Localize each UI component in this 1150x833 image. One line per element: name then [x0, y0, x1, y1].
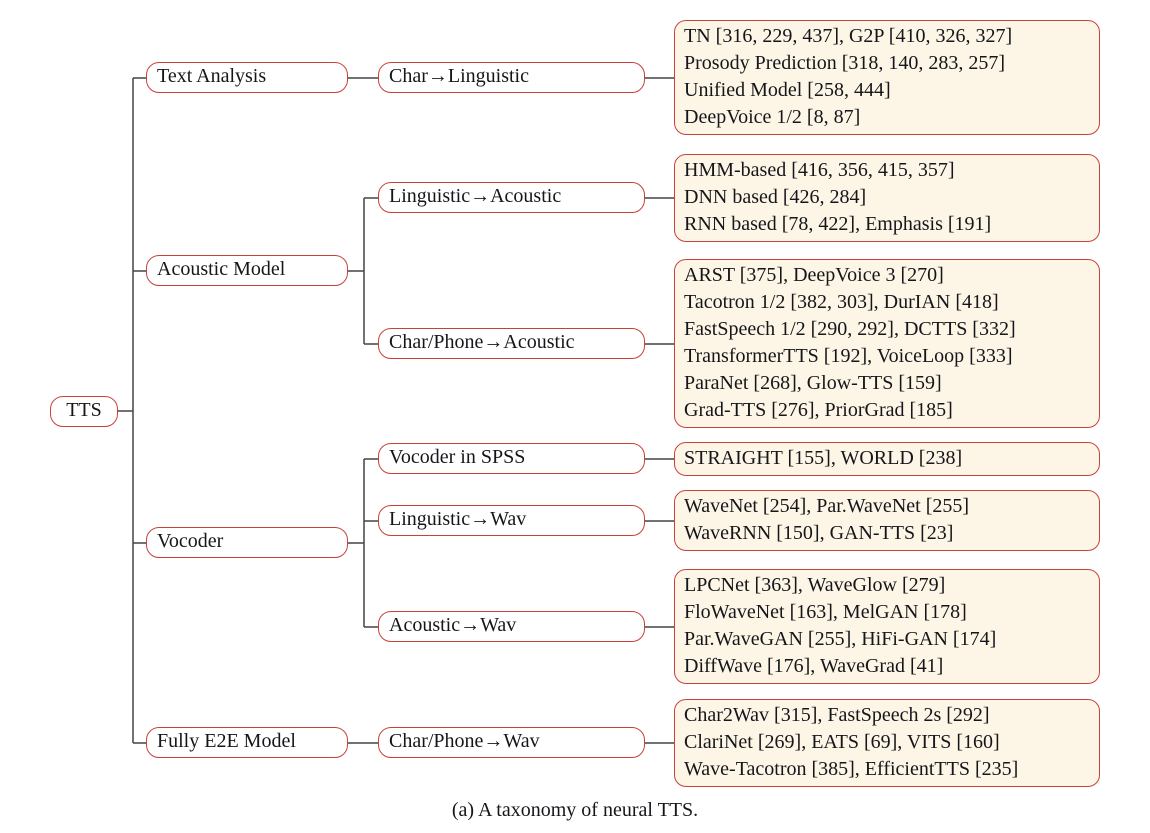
branch-text-analysis: Text Analysis [146, 62, 348, 93]
branch-fully-e2e-model: Fully E2E Model [146, 727, 348, 758]
node-vocoder-in-spss: Vocoder in SPSS [378, 443, 645, 474]
leaf-char-linguistic-papers: TN [316, 229, 437], G2P [410, 326, 327] … [674, 20, 1100, 135]
node-acoustic-wav: Acoustic→Wav [378, 611, 645, 642]
node-char-phone-wav: Char/Phone→Wav [378, 727, 645, 758]
node-char-linguistic: Char→Linguistic [378, 62, 645, 93]
leaf-acoustic-wav-papers: LPCNet [363], WaveGlow [279] FloWaveNet … [674, 569, 1100, 684]
tree-wire-path [110, 77, 676, 744]
leaf-char-phone-wav-papers: Char2Wav [315], FastSpeech 2s [292] Clar… [674, 699, 1100, 787]
figure-caption: (a) A taxonomy of neural TTS. [451, 799, 699, 821]
leaf-vocoder-in-spss-papers: STRAIGHT [155], WORLD [238] [674, 442, 1100, 476]
leaf-linguistic-wav-papers: WaveNet [254], Par.WaveNet [255] WaveRNN… [674, 490, 1100, 551]
branch-vocoder: Vocoder [146, 527, 348, 558]
node-tts: TTS [50, 396, 118, 427]
branch-acoustic-model: Acoustic Model [146, 255, 348, 286]
leaf-linguistic-acoustic-papers: HMM-based [416, 356, 415, 357] DNN based… [674, 154, 1100, 242]
node-linguistic-wav: Linguistic→Wav [378, 505, 645, 536]
leaf-char-phone-acoustic-papers: ARST [375], DeepVoice 3 [270] Tacotron 1… [674, 259, 1100, 428]
node-linguistic-acoustic: Linguistic→Acoustic [378, 182, 645, 213]
node-char-phone-acoustic: Char/Phone→Acoustic [378, 328, 645, 359]
